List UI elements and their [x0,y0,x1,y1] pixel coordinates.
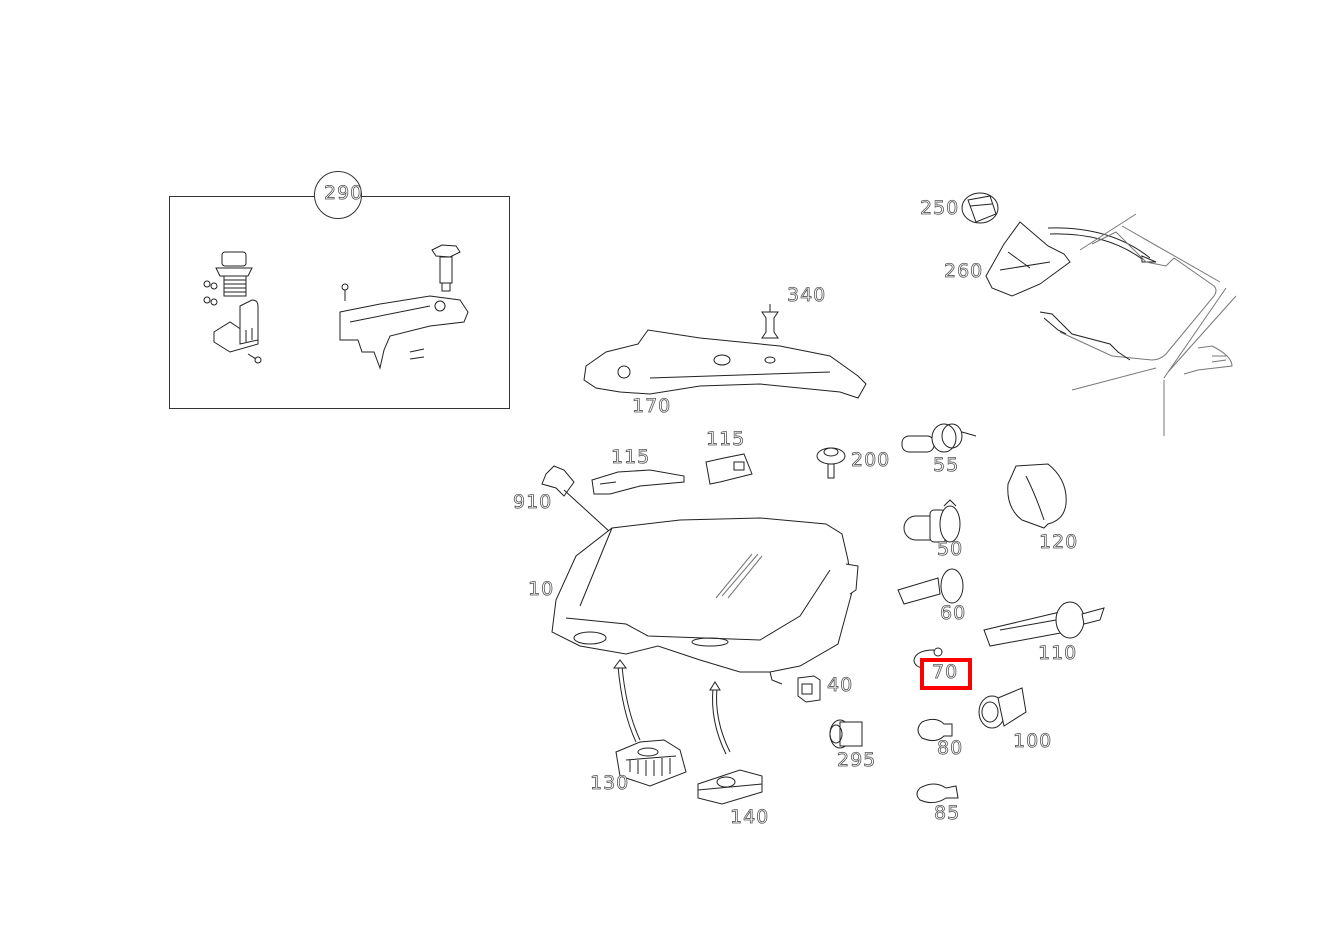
bulb-70-icon [913,647,943,669]
sensor-250-icon [961,192,999,224]
part-label-910[interactable]: 910 [513,491,553,513]
part-label-110[interactable]: 110 [1038,642,1078,664]
bulb-80-icon [917,718,953,742]
bracket-115a-icon [591,469,685,495]
part-label-200[interactable]: 200 [851,449,891,471]
part-label-10[interactable]: 10 [528,578,555,600]
bracket-115b-icon [705,453,753,485]
part-label-115-left[interactable]: 115 [611,446,651,468]
part-label-70[interactable]: 70 [932,661,959,683]
part-label-55[interactable]: 55 [933,454,960,476]
bulb-110-icon [983,601,1105,647]
part-label-170[interactable]: 170 [632,395,672,417]
part-label-140[interactable]: 140 [730,806,770,828]
bulb-50-icon [903,499,961,543]
bulb-55-icon [901,423,977,453]
ring-120-icon [1007,463,1067,529]
part-label-120[interactable]: 120 [1039,531,1079,553]
part-label-50[interactable]: 50 [937,538,964,560]
arrow-to-windshield-icon [1047,227,1157,263]
car-outline-icon [1039,213,1237,436]
part-label-100[interactable]: 100 [1013,730,1053,752]
part-label-115-right[interactable]: 115 [706,428,746,450]
part-label-40[interactable]: 40 [827,674,854,696]
arrow-140-icon [709,681,731,755]
inset-bolt-icon [431,244,461,292]
part-label-85[interactable]: 85 [934,802,961,824]
socket-100-icon [978,687,1027,729]
connector-295-icon [829,719,863,749]
callout-circle-290 [314,171,362,219]
headlamp-10-icon [551,517,859,685]
clip-340-icon [761,304,779,339]
inset-bracket-right-icon [339,295,469,370]
bulb-85-icon [916,783,959,804]
part-label-60[interactable]: 60 [940,602,967,624]
bulb-60-icon [897,568,964,605]
arrow-130-icon [613,659,641,743]
ballast-140-icon [697,769,763,805]
part-label-130[interactable]: 130 [590,772,630,794]
inset-bushing-icon [215,251,253,297]
cover-260-icon [985,221,1071,297]
part-label-250[interactable]: 250 [920,197,960,219]
part-label-290[interactable]: 290 [324,182,364,204]
clip-40-icon [797,675,821,703]
inset-bracket-left-icon [213,299,259,353]
part-label-260[interactable]: 260 [944,260,984,282]
frame-170-icon [583,329,867,399]
part-label-295[interactable]: 295 [837,749,877,771]
inset-screws-icon [203,280,425,364]
part-label-340[interactable]: 340 [787,284,827,306]
ballast-130-icon [615,739,687,787]
part-label-80[interactable]: 80 [937,737,964,759]
label-910-icon [541,465,611,533]
screw-200-icon [816,447,846,479]
